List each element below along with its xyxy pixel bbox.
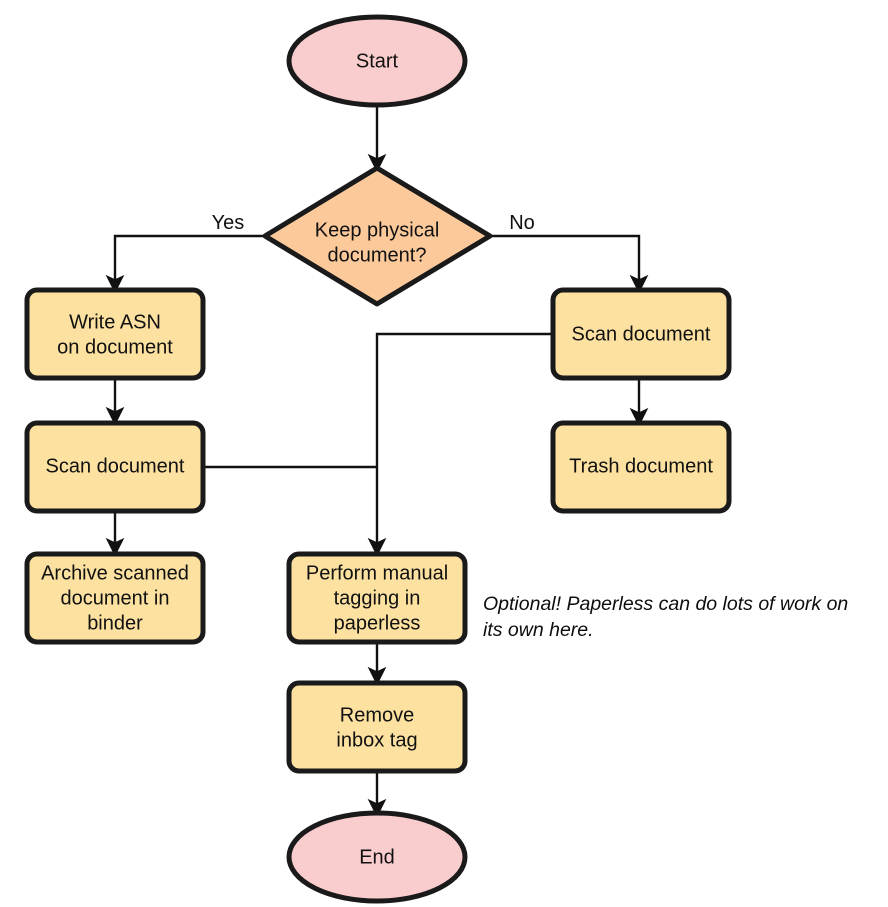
annotation-optional-note: Optional! Paperless can do lots of work … <box>483 593 848 641</box>
archive-label-line2: document in <box>61 587 170 609</box>
tagging-label-line2: tagging in <box>334 587 421 609</box>
node-trash-document[interactable]: Trash document <box>550 420 732 514</box>
write-asn-label-line2: on document <box>57 336 173 358</box>
write-asn-box[interactable] <box>24 287 206 381</box>
decision-label-line1: Keep physical <box>315 219 440 241</box>
tagging-label-line3: paperless <box>334 612 421 634</box>
trash-document-box[interactable] <box>550 420 732 514</box>
edge-scan-right-to-tagging <box>367 332 553 557</box>
archive-label-line1: Archive scanned <box>41 562 189 584</box>
edge-labels-layer: Yes No <box>212 212 535 234</box>
archive-label-line3: binder <box>87 612 143 634</box>
annotation-line1: Optional! Paperless can do lots of work … <box>483 593 848 615</box>
scan-document-right-label: Scan document <box>572 323 711 345</box>
remove-inbox-label-line2: inbox tag <box>336 729 417 751</box>
start-label: Start <box>356 50 399 72</box>
edge-label-no: No <box>509 212 535 234</box>
archive-box[interactable] <box>24 551 206 645</box>
scan-document-right-box[interactable] <box>550 287 732 381</box>
tagging-box[interactable] <box>286 551 468 645</box>
remove-inbox-box[interactable] <box>286 680 468 774</box>
end-ellipse[interactable] <box>286 810 468 904</box>
trash-document-label: Trash document <box>569 455 713 477</box>
edge-decision-yes-to-write-asn <box>105 234 265 294</box>
node-start[interactable]: Start <box>286 14 468 108</box>
end-label: End <box>359 846 395 868</box>
scan-document-left-label: Scan document <box>46 455 185 477</box>
edge-decision-no-to-scan-right <box>490 234 649 294</box>
node-remove-inbox-tag[interactable]: Remove inbox tag <box>286 680 468 774</box>
decision-label-line2: document? <box>328 244 427 266</box>
node-scan-document-left[interactable]: Scan document <box>24 420 206 514</box>
edges-layer <box>105 103 649 818</box>
node-end[interactable]: End <box>286 810 468 904</box>
scan-document-left-box[interactable] <box>24 420 206 514</box>
tagging-label-line1: Perform manual <box>306 562 448 584</box>
start-ellipse[interactable] <box>286 14 468 108</box>
edge-label-yes: Yes <box>212 212 245 234</box>
node-write-asn-on-document[interactable]: Write ASN on document <box>24 287 206 381</box>
node-scan-document-right[interactable]: Scan document <box>550 287 732 381</box>
node-perform-manual-tagging[interactable]: Perform manual tagging in paperless <box>286 551 468 645</box>
node-keep-physical-document[interactable]: Keep physical document? <box>262 165 493 307</box>
node-archive-scanned-document[interactable]: Archive scanned document in binder <box>24 551 206 645</box>
write-asn-label-line1: Write ASN <box>69 311 161 333</box>
remove-inbox-label-line1: Remove <box>340 704 414 726</box>
decision-diamond[interactable] <box>262 165 493 307</box>
annotation-line2: its own here. <box>483 619 594 641</box>
